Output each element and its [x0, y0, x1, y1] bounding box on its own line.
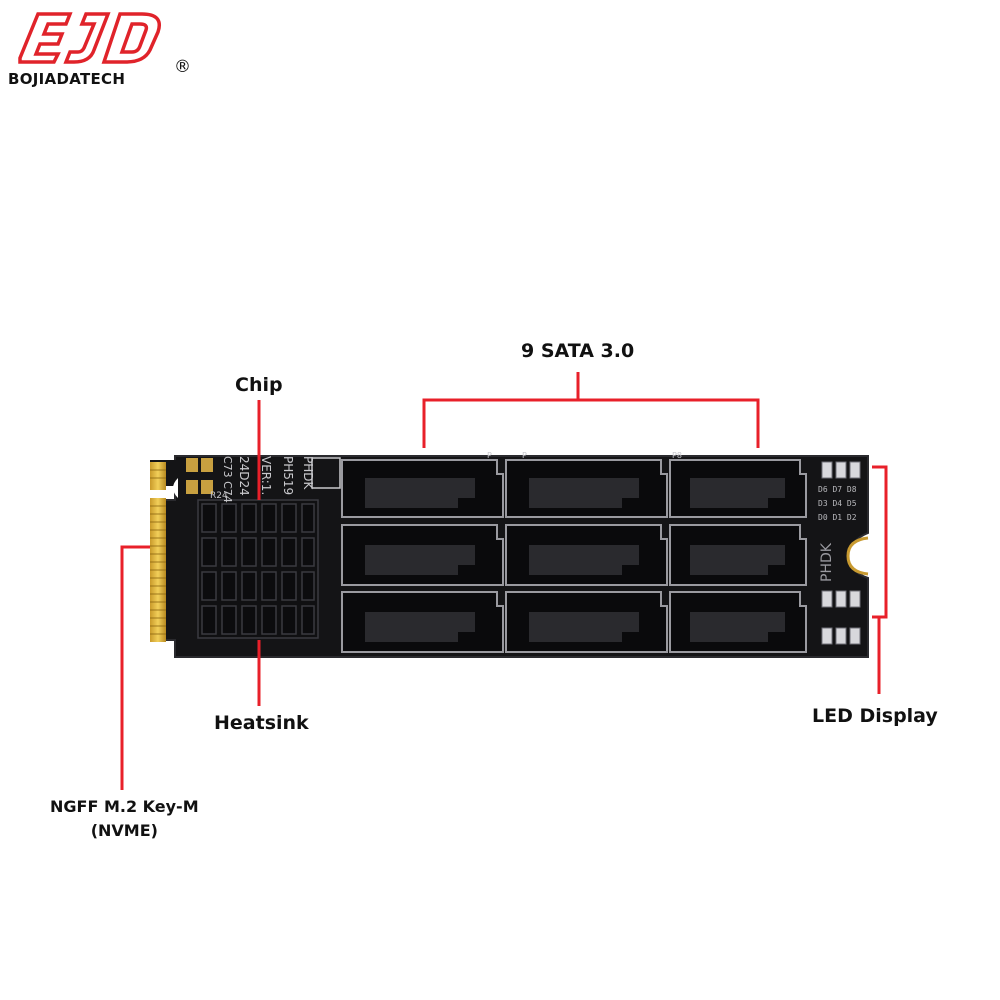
- bojiadatech-logo: [18, 12, 161, 64]
- smd-components: [186, 458, 213, 494]
- led-labels-bot: D0 D1 D2: [818, 513, 857, 522]
- port-label: P: [487, 451, 492, 460]
- gold-fingers: [150, 462, 166, 642]
- ngff-pointer-line: [120, 545, 150, 790]
- port-label: P: [522, 451, 527, 460]
- silk-brand-small: PHDK: [301, 456, 315, 491]
- silkscreen: C73 C74 R24 24D24 VER:1. PH519 PHDK: [210, 456, 315, 503]
- led-labels-top: D6 D7 D8: [818, 485, 857, 494]
- ngff-callout-line2: (NVME): [90, 821, 158, 840]
- sata-bracket-line: [422, 372, 760, 448]
- silk-cap-labels: C73 C74: [221, 456, 234, 503]
- sata-callout-label: 9 SATA 3.0: [521, 340, 635, 362]
- registered-mark: ®: [174, 57, 191, 77]
- led-callout-label: LED Display: [812, 705, 938, 727]
- silk-model: PH519: [281, 456, 295, 495]
- chip-callout-label: Chip: [235, 374, 283, 396]
- led-bracket-line: [872, 465, 888, 694]
- port-label: P8: [672, 451, 682, 460]
- ngff-callout-label: NGFF M.2 Key-M (NVME): [50, 795, 199, 843]
- heatsink: [197, 499, 319, 639]
- ngff-callout-line1: NGFF M.2 Key-M: [50, 797, 199, 816]
- led-labels-mid: D3 D4 D5: [818, 499, 857, 508]
- silk-date: 24D24: [237, 456, 251, 496]
- callout-lines: [120, 372, 888, 790]
- led-array: D6 D7 D8 D3 D4 D5 D0 D1 D2 PHDK: [818, 461, 869, 645]
- heatsink-callout-label: Heatsink: [214, 712, 309, 734]
- silk-r-label: R24: [210, 491, 228, 501]
- silk-brand-large: PHDK: [819, 542, 835, 582]
- board-logo-box: [311, 457, 341, 489]
- brand-name: BOJIADATECH: [8, 70, 126, 88]
- silk-ver: VER:1.: [259, 456, 273, 495]
